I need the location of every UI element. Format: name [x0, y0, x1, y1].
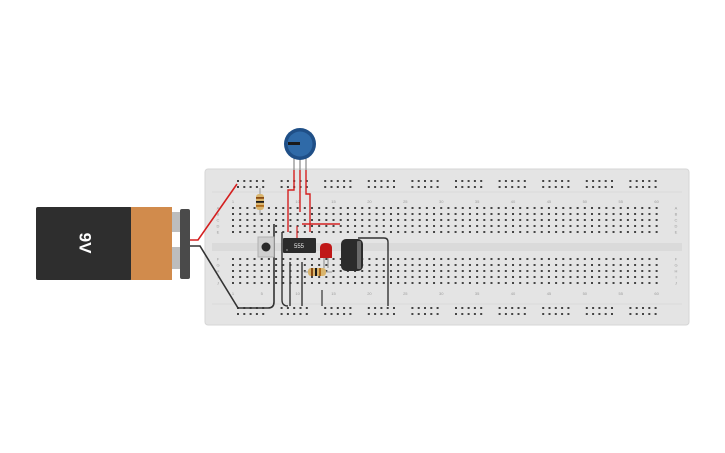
row-letter: A: [217, 206, 220, 211]
center-channel: [212, 243, 682, 251]
column-number: 60: [654, 199, 659, 204]
column-number: 55: [618, 291, 623, 296]
potentiometer-knob-slot: [288, 142, 300, 145]
column-number: 20: [367, 291, 372, 296]
push-button[interactable]: [257, 236, 275, 258]
column-number: 10: [295, 199, 300, 204]
row-letter: J: [217, 281, 219, 286]
timer-555-chip[interactable]: 555: [283, 238, 316, 253]
column-number: 15: [331, 291, 336, 296]
row-letter: F: [675, 257, 678, 262]
wire-black-capacitor[interactable]: [358, 237, 389, 306]
row-letter: E: [675, 230, 678, 235]
column-number: 30: [439, 291, 444, 296]
row-letter: E: [217, 230, 220, 235]
column-number: 50: [583, 291, 588, 296]
battery-copper-end: [131, 207, 172, 280]
potentiometer[interactable]: [284, 128, 316, 170]
column-number: 40: [511, 199, 516, 204]
row-letter: C: [675, 218, 678, 223]
column-number: 45: [547, 199, 552, 204]
row-letter: A: [675, 206, 678, 211]
chip-label: 555: [294, 244, 305, 250]
wire-battery-negative[interactable]: [190, 224, 275, 309]
row-letter: D: [217, 224, 220, 229]
row-letter: G: [674, 263, 677, 268]
battery-label: 9V: [76, 233, 95, 254]
column-number: 1: [232, 199, 235, 204]
row-letter: H: [217, 269, 220, 274]
row-letter: I: [217, 275, 218, 280]
column-number: 60: [654, 291, 659, 296]
column-number: 1: [232, 291, 235, 296]
row-letter: C: [217, 218, 220, 223]
electrolytic-capacitor[interactable]: [341, 239, 363, 271]
row-letter: G: [216, 263, 219, 268]
column-number: 25: [403, 199, 408, 204]
column-number: 30: [439, 199, 444, 204]
wire-black-1[interactable]: [281, 232, 289, 307]
resistor-vertical[interactable]: [256, 188, 264, 215]
row-letter: B: [217, 212, 220, 217]
wire-pot-1[interactable]: [287, 170, 295, 232]
column-number: 40: [511, 291, 516, 296]
column-number: 15: [331, 199, 336, 204]
column-number: 35: [475, 291, 480, 296]
column-number: 20: [367, 199, 372, 204]
row-letter: F: [217, 257, 220, 262]
battery-9v[interactable]: 9V: [36, 207, 190, 280]
column-number: 50: [583, 199, 588, 204]
column-number: 5: [261, 291, 264, 296]
row-letter: J: [675, 281, 677, 286]
column-number: 25: [403, 291, 408, 296]
row-letter: B: [675, 212, 678, 217]
wire-pot-3[interactable]: [305, 170, 311, 232]
battery-clip: [180, 209, 190, 279]
row-letter: D: [675, 224, 678, 229]
column-number: 45: [547, 291, 552, 296]
column-number: 55: [618, 199, 623, 204]
resistor-horizontal[interactable]: [304, 268, 332, 276]
red-led[interactable]: [320, 243, 332, 268]
row-letter: H: [675, 269, 678, 274]
wire-battery-positive[interactable]: [190, 183, 238, 241]
column-number: 35: [475, 199, 480, 204]
row-letter: I: [675, 275, 676, 280]
column-number: 10: [295, 291, 300, 296]
